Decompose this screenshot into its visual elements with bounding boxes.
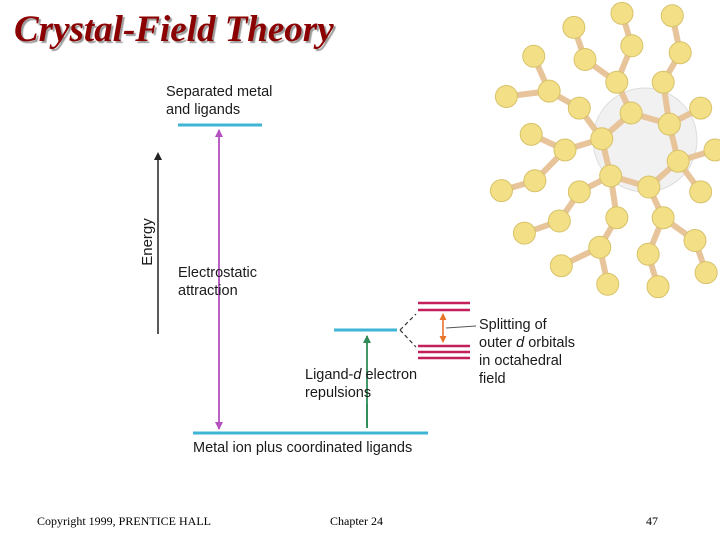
- buckyball-atom: [512, 221, 536, 245]
- buckyball-atom: [489, 179, 513, 203]
- buckyball-atom: [590, 127, 614, 151]
- energy-axis-label: Energy: [139, 218, 156, 266]
- buckyball-atom: [596, 272, 620, 296]
- buckyball-atom: [573, 47, 597, 71]
- buckyball-atom: [694, 261, 718, 285]
- buckyball-atom: [646, 275, 670, 299]
- buckyball-atom: [599, 164, 623, 188]
- buckyball-atom: [683, 229, 707, 253]
- buckyball-atom: [588, 235, 612, 259]
- buckyball-atom: [703, 138, 720, 162]
- buckyball-atom: [636, 242, 660, 266]
- footer-copyright: Copyright 1999, PRENTICE HALL: [37, 514, 211, 528]
- buckyball-atom: [549, 254, 573, 278]
- splitting-label: Splitting of outer d orbitals in octahed…: [479, 317, 575, 387]
- repulsion-label: Ligand-d electron repulsions: [305, 367, 418, 401]
- buckyball-atom: [668, 41, 692, 65]
- buckyball-atom: [689, 96, 713, 120]
- buckyball-atom: [519, 122, 543, 146]
- buckyball-atom: [637, 175, 661, 199]
- buckyball-atom: [605, 70, 629, 94]
- slide-title: Crystal-Field Theory: [14, 9, 334, 50]
- buckyball-atom: [666, 149, 690, 173]
- buckyball-atom: [494, 84, 518, 108]
- buckyball-atom: [523, 169, 547, 193]
- separated-level-label: Separated metal and ligands: [166, 84, 273, 118]
- lower-d-orbitals: [418, 344, 470, 360]
- attraction-label: Electrostatic attraction: [178, 265, 257, 299]
- buckyball-atom: [651, 206, 675, 230]
- splitting-leader-line: [445, 325, 477, 329]
- splitting-dash-upper: [399, 313, 417, 331]
- splitting-dash-lower: [399, 329, 417, 348]
- upper-d-orbitals: [418, 301, 470, 312]
- buckyball-atom: [553, 138, 577, 162]
- buckyball-atom: [567, 96, 591, 120]
- buckyball-atom: [537, 79, 561, 103]
- buckyball-atom: [689, 180, 713, 204]
- buckyball-atom: [620, 34, 644, 58]
- buckyball-atom: [522, 44, 546, 68]
- ground-level-label: Metal ion plus coordinated ligands: [193, 440, 413, 456]
- buckyball-atom: [605, 206, 629, 230]
- buckyball-atom: [657, 112, 681, 136]
- buckyball-atom: [562, 15, 586, 39]
- buckyball-atom: [610, 1, 634, 25]
- buckyball-atom: [619, 101, 643, 125]
- footer-chapter: Chapter 24: [330, 514, 383, 528]
- buckyball-atom: [567, 180, 591, 204]
- buckyball-atom: [660, 4, 684, 28]
- buckyball-atom: [547, 209, 571, 233]
- footer-page-number: 47: [646, 514, 658, 528]
- buckyball-atom: [651, 70, 675, 94]
